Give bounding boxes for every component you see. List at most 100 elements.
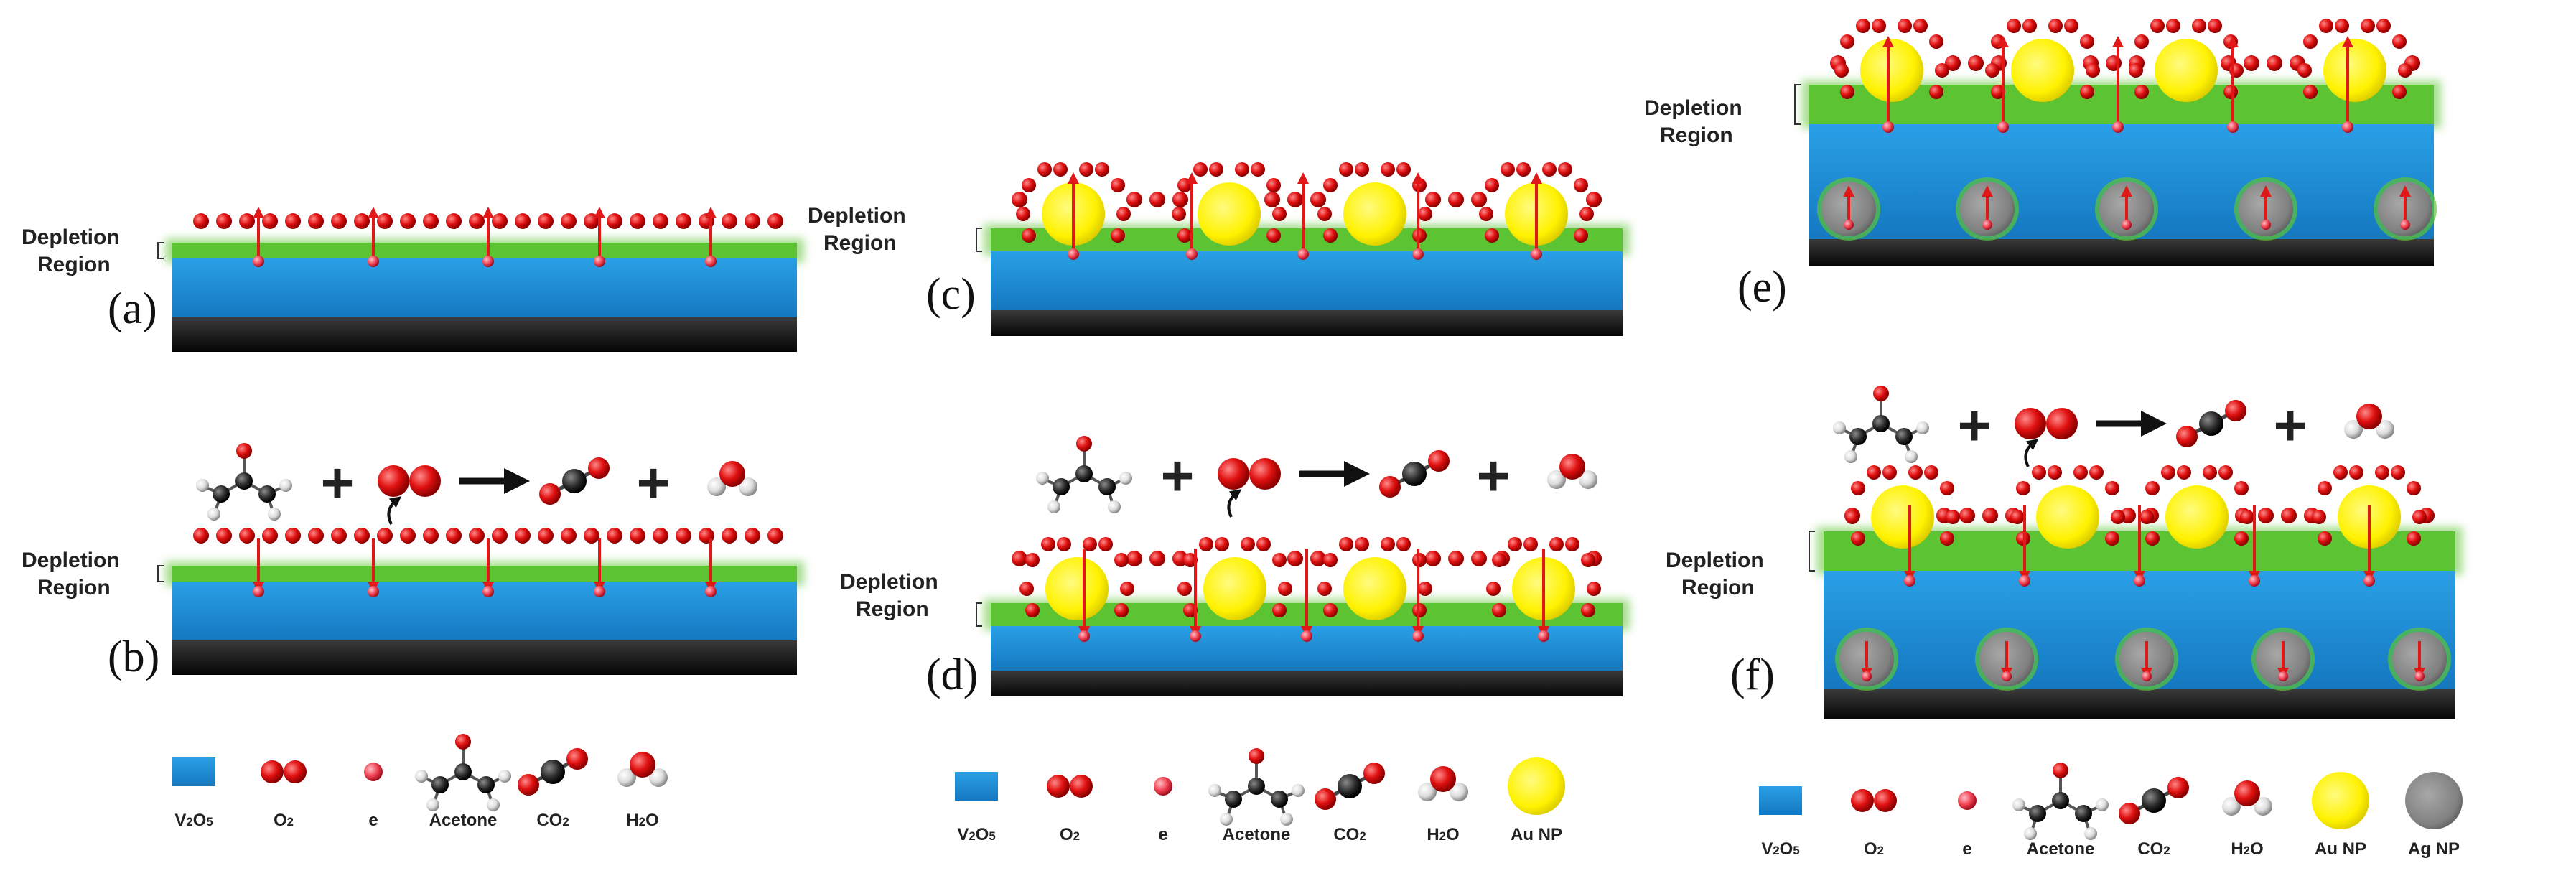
depletion-region-label: Depletion — [1666, 549, 1764, 572]
oxygen-atom — [2007, 19, 2021, 33]
oxygen-atom — [1945, 55, 1961, 71]
electron — [2261, 220, 2271, 230]
au-np — [1203, 557, 1266, 620]
panels-layer: DepletionRegion(a)DepletionRegion(b)++De… — [22, 19, 2463, 719]
oxygen-atom — [1418, 207, 1432, 221]
oxygen-atom — [262, 213, 278, 229]
oxygen-atom — [1363, 763, 1385, 784]
depletion-region-label: Depletion — [808, 204, 906, 228]
electron — [2249, 575, 2260, 587]
oxygen-atom — [1264, 192, 1280, 207]
oxygen-atom — [1012, 192, 1027, 207]
oxygen-atom — [1177, 582, 1192, 596]
oxygen-atom — [1215, 537, 1229, 551]
acetone-molecule — [1036, 436, 1132, 513]
oxygen-atom — [1114, 603, 1129, 617]
hydrogen-atom — [2096, 798, 2109, 811]
oxygen-atom — [1126, 192, 1142, 207]
oxygen-atom — [676, 528, 691, 544]
oxygen-atom — [1116, 207, 1131, 221]
hydrogen-atom — [1108, 500, 1121, 513]
oxygen-atom — [378, 465, 409, 497]
oxygen-atom — [2048, 465, 2062, 480]
plus-sign: + — [1161, 444, 1195, 508]
electron — [1862, 671, 1872, 681]
oxygen-atom — [2166, 19, 2180, 33]
oxygen-atom — [1022, 178, 1036, 192]
legend-item: Au NP — [1508, 757, 1565, 844]
electron — [1538, 630, 1549, 642]
oxygen-atom — [1558, 162, 1572, 177]
oxygen-atom — [1278, 582, 1292, 596]
oxygen-atom — [2105, 481, 2119, 495]
oxygen-atom — [1913, 19, 1928, 33]
hydrogen-atom — [2084, 827, 2097, 840]
oxygen-atom — [1929, 34, 1943, 49]
oxygen-atom — [653, 528, 668, 544]
electron — [2363, 575, 2375, 587]
hydrogen-atom — [279, 479, 292, 492]
oxygen-atom — [1840, 85, 1854, 99]
oxygen-atom — [745, 528, 760, 544]
legend-label: O2 — [1060, 825, 1080, 844]
oxygen-atom — [722, 213, 737, 229]
hydrogen-atom — [2344, 420, 2363, 439]
oxygen-atom — [2412, 510, 2427, 524]
oxygen-atom — [2398, 63, 2412, 78]
depletion-region-label: Region — [1660, 123, 1733, 147]
oxygen-atom — [538, 528, 554, 544]
oxygen-atom — [630, 213, 645, 229]
oxygen-atom — [1898, 19, 1912, 33]
oxygen-atom — [561, 528, 577, 544]
oxygen-atom — [1249, 748, 1264, 764]
oxygen-atom — [1355, 537, 1369, 551]
oxygen-atom — [1172, 192, 1188, 207]
plus-sign: + — [2274, 393, 2307, 457]
oxygen-atom — [588, 457, 610, 479]
oxygen-atom — [539, 483, 561, 505]
legend-label: V2O5 — [957, 825, 995, 844]
oxygen-atom — [1025, 603, 1040, 617]
oxygen-atom — [1851, 531, 1865, 546]
au-np — [1343, 182, 1406, 246]
oxygen-atom — [492, 528, 508, 544]
legend-item: H2O — [1418, 766, 1468, 844]
v2o5-icon — [172, 757, 215, 786]
oxygen-atom — [2240, 510, 2254, 524]
o2-molecule — [378, 465, 441, 497]
electron — [2342, 121, 2353, 133]
oxygen-atom — [1177, 178, 1192, 192]
oxygen-atom — [1323, 553, 1338, 567]
depletion-region-label: Depletion — [22, 549, 120, 572]
oxygen-atom — [1479, 207, 1493, 221]
electron — [594, 256, 605, 267]
legend-item: e — [1958, 791, 1977, 859]
substrate-layer — [172, 317, 797, 352]
carbon-atom — [213, 485, 230, 503]
hydrogen-atom — [617, 768, 636, 787]
hydrogen-atom — [1220, 813, 1233, 826]
oxygen-atom — [2234, 780, 2260, 806]
oxygen-atom — [566, 748, 588, 770]
oxygen-atom — [1867, 465, 1881, 480]
electron — [2400, 220, 2410, 230]
oxygen-atom — [2111, 510, 2125, 524]
hydrogen-atom — [707, 477, 726, 496]
oxygen-atom — [1856, 19, 1870, 33]
carbon-atom — [477, 776, 495, 793]
electron — [368, 586, 379, 597]
oxygen-atom — [2022, 19, 2037, 33]
oxygen-atom — [354, 213, 370, 229]
oxygen-atom — [1586, 192, 1602, 207]
hydrogen-atom — [2376, 420, 2394, 439]
electron — [482, 586, 494, 597]
co2-molecule — [1379, 450, 1450, 498]
oxygen-atom — [1485, 178, 1499, 192]
oxygen-atom — [284, 760, 307, 783]
legend-label: e — [1158, 825, 1167, 844]
electron — [2019, 575, 2030, 587]
legend-label: Acetone — [2027, 839, 2095, 859]
